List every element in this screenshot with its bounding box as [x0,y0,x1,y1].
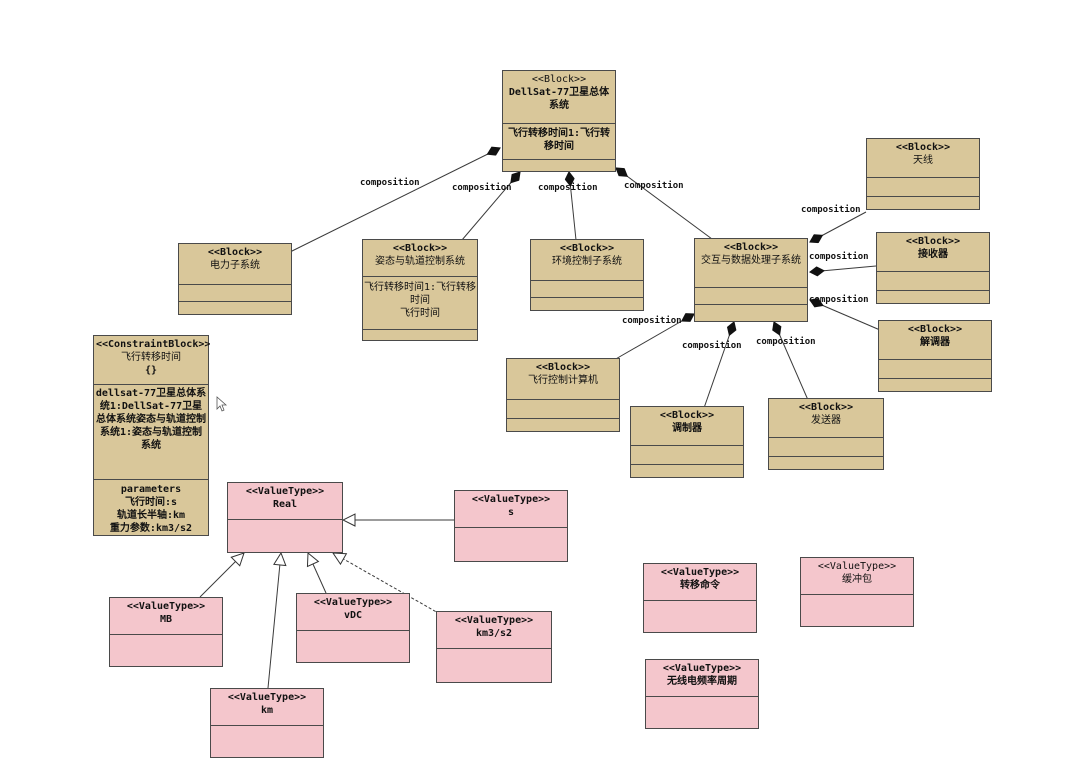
block-antenna[interactable]: <<Block>> 天线 [866,138,980,210]
stereotype: <<ValueType>> [817,561,897,572]
stereotype: <<Block>> [531,74,587,85]
stereotype: <<ValueType>> [245,486,325,497]
stereotype: <<Block>> [895,142,951,153]
composition-edge-env [564,171,577,241]
composition-edge-transmitter [772,321,809,401]
composition-label: composition [624,181,684,191]
valuetype-name: Real [272,499,298,510]
parameter: 重力参数:km3/s2 [109,523,193,534]
block-name: 环境控制子系统 [552,256,622,267]
valuetype-mb[interactable]: <<ValueType>> MB [109,597,223,667]
block-name: 接收器 [918,249,948,260]
constraint-expression: {} [144,365,158,376]
block-name: 飞行控制计算机 [528,375,598,386]
parameter: 飞行时间:s [124,497,178,508]
valuetype-name: s [507,507,515,518]
block-comm-data-processing[interactable]: <<Block>> 交互与数据处理子系统 [694,238,808,322]
block-name: 调制器 [672,423,702,434]
block-transmitter[interactable]: <<Block>> 发送器 [768,398,884,470]
valuetype-radio-frequency-period[interactable]: <<ValueType>> 无线电频率周期 [645,659,759,729]
valuetype-name: MB [159,614,173,625]
stereotype: <<ValueType>> [660,567,740,578]
stereotype: <<Block>> [659,410,715,421]
composition-edge-flightcomp [613,313,695,361]
generalization-edge-mb [199,553,244,598]
parameters-header: parameters [120,484,182,495]
generalization-edge-vdc [308,553,327,594]
stereotype: <<Block>> [535,362,591,373]
block-receiver[interactable]: <<Block>> 接收器 [876,232,990,304]
block-dellsat-77[interactable]: <<Block>> DellSat-77卫星总体系统 飞行转移时间1:飞行转移时… [502,70,616,172]
block-flight-control-computer[interactable]: <<Block>> 飞行控制计算机 [506,358,620,432]
stereotype: <<ValueType>> [471,494,551,505]
composition-label: composition [622,316,682,326]
composition-edge-antenna [809,211,867,244]
stereotype: <<Block>> [798,402,854,413]
valuetype-name: 转移命令 [680,580,720,591]
composition-label: composition [809,295,869,305]
valuetype-name: km [260,705,274,716]
part-property: 飞行转移时间1:飞行转移时间 [507,128,611,152]
composition-edge-receiver [809,265,877,277]
valuetype-km[interactable]: <<ValueType>> km [210,688,324,758]
stereotype: <<Block>> [559,243,615,254]
composition-edge-demod [809,298,881,331]
valuetype-name: km3/s2 [475,628,513,639]
block-demodulator[interactable]: <<Block>> 解调器 [878,320,992,392]
valuetype-name: 缓冲包 [842,574,872,585]
stereotype: <<ConstraintBlock>> [96,339,211,350]
block-name: DellSat-77卫星总体系统 [508,87,610,111]
stereotype: <<ValueType>> [227,692,307,703]
generalization-edge-km [267,553,281,689]
valuetype-name: vDC [343,610,363,621]
stereotype: <<Block>> [392,243,448,254]
block-name: 飞行转移时间 [121,352,181,363]
parameter: 轨道长半轴:km [116,510,186,521]
block-name: 电力子系统 [210,260,260,271]
valuetype-transfer-command[interactable]: <<ValueType>> 转移命令 [643,563,757,633]
mouse-cursor-icon [216,396,228,412]
part-property: 飞行转移时间1:飞行转移时间 [363,282,477,306]
part-property: 飞行时间 [400,308,440,319]
composition-edge-power [289,146,501,253]
stereotype: <<ValueType>> [313,597,393,608]
stereotype: <<ValueType>> [454,615,534,626]
valuetype-vdc[interactable]: <<ValueType>> vDC [296,593,410,663]
generalization-edge-km3s2 [333,553,441,615]
stereotype: <<ValueType>> [126,601,206,612]
block-name: 发送器 [811,415,841,426]
valuetype-name: 无线电频率周期 [667,676,737,687]
block-modulator[interactable]: <<Block>> 调制器 [630,406,744,478]
stereotype: <<Block>> [907,324,963,335]
stereotype: <<ValueType>> [662,663,742,674]
composition-label: composition [360,178,420,188]
block-attitude-orbit-control[interactable]: <<Block>> 姿态与轨道控制系统 飞行转移时间1:飞行转移时间 飞行时间 [362,239,478,341]
valuetype-s[interactable]: <<ValueType>> s [454,490,568,562]
composition-edge-comm [615,167,713,240]
constraint-parts: dellsat-77卫星总体系统1:DellSat-77卫星总体系统姿态与轨道控… [95,388,207,451]
block-power-subsystem[interactable]: <<Block>> 电力子系统 [178,243,292,315]
block-environment-control[interactable]: <<Block>> 环境控制子系统 [530,239,644,311]
stereotype: <<Block>> [723,242,779,253]
valuetype-buffer-packet[interactable]: <<ValueType>> 缓冲包 [800,557,914,627]
composition-label: composition [452,183,512,193]
valuetype-real[interactable]: <<ValueType>> Real [227,482,343,553]
valuetype-km3-s2[interactable]: <<ValueType>> km3/s2 [436,611,552,683]
block-name: 交互与数据处理子系统 [701,255,801,266]
stereotype: <<Block>> [905,236,961,247]
composition-edge-modulator [703,321,737,409]
block-name: 姿态与轨道控制系统 [375,256,465,267]
composition-label: composition [809,252,869,262]
composition-label: composition [682,341,742,351]
composition-edge-attitude [461,171,521,241]
block-name: 解调器 [920,337,950,348]
constraint-block-flight-transfer-time[interactable]: <<ConstraintBlock>> 飞行转移时间 {} dellsat-77… [93,335,211,536]
block-name: 天线 [913,155,933,166]
composition-label: composition [538,183,598,193]
composition-label: composition [801,205,861,215]
stereotype: <<Block>> [207,247,263,258]
composition-label: composition [756,337,816,347]
